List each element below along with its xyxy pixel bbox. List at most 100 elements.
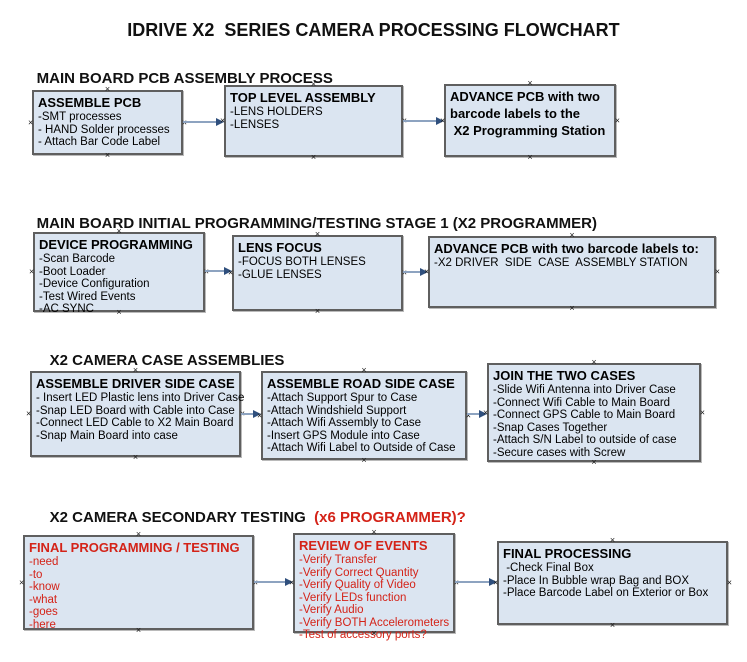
box-item: -Attach Wifi Assembly to Case — [267, 417, 422, 429]
box-title: FINAL PROCESSING — [503, 546, 632, 561]
flow-box-top-level-assembly[interactable]: TOP LEVEL ASSEMBLY -LENS HOLDERS-LENSES … — [220, 80, 407, 162]
connector-line — [241, 413, 253, 415]
connection-point-icon: × — [699, 407, 705, 417]
connection-point-icon: × — [26, 408, 32, 419]
flow-box-lens-focus[interactable]: LENS FOCUS -FOCUS BOTH LENSES-GLUE LENSE… — [228, 230, 407, 316]
flow-box-final-processing[interactable]: FINAL PROCESSING -Check Final Box-Place … — [493, 536, 732, 630]
box-item: -Place In Bubble wrap Bag and BOX — [503, 574, 690, 587]
box-items: -Verify Transfer-Verify Correct Quantity… — [299, 554, 453, 642]
flow-box-assemble-road-side-case[interactable]: ASSEMBLE ROAD SIDE CASE -Attach Support … — [257, 366, 471, 465]
box-item: -Connect LED Cable to X2 Main Board — [36, 417, 234, 429]
box-item: -Insert GPS Module into Case — [267, 429, 420, 442]
box-item: -Verify BOTH Accelerometers — [299, 616, 450, 629]
box-item: -LENS HOLDERS — [230, 106, 323, 118]
section-heading-1: MAIN BOARD PCB ASSEMBLY PROCESS — [20, 53, 333, 104]
flow-box-advance-pcb-driver-side[interactable]: ADVANCE PCB with two barcode labels to: … — [424, 231, 720, 313]
connection-point-icon: × — [310, 152, 317, 162]
arrowhead-icon — [489, 578, 497, 586]
box-title: DEVICE PROGRAMMING — [39, 237, 193, 252]
connector-arrow[interactable] — [455, 577, 497, 587]
connector-arrow[interactable] — [403, 267, 428, 277]
box-items: -need-to-know-what-goes-here — [29, 556, 252, 631]
heading-red-text: (x6 PROGRAMMER)? — [305, 509, 466, 526]
section-heading-4: X2 CAMERA SECONDARY TESTING (x6 PROGRAMM… — [33, 492, 466, 543]
box-items: -X2 DRIVER SIDE CASE ASSEMBLY STATION — [434, 257, 714, 270]
box-item: - HAND Solder processes — [38, 123, 170, 136]
box-item: -know — [29, 581, 60, 593]
box-item: -to — [29, 568, 43, 581]
heading-text: X2 CAMERA CASE ASSEMBLIES — [49, 352, 285, 369]
box-item: -Check Final Box — [503, 562, 594, 574]
box-title: ADVANCE PCB with two barcode labels to t… — [450, 89, 606, 138]
connector-arrow[interactable] — [205, 266, 232, 276]
connection-point-icon: × — [714, 266, 720, 277]
box-item: -GLUE LENSES — [238, 268, 322, 281]
box-item: -need — [29, 556, 59, 568]
box-item: -FOCUS BOTH LENSES — [238, 256, 366, 268]
arrowhead-icon — [420, 268, 428, 276]
box-item: -Attach S/N Label to outside of case — [493, 434, 677, 446]
box-item: -goes — [29, 606, 58, 618]
box-title: ASSEMBLE ROAD SIDE CASE — [267, 376, 455, 391]
box-title: ASSEMBLE DRIVER SIDE CASE — [36, 376, 235, 391]
connection-point-icon: × — [104, 150, 111, 160]
box-items: -Slide Wifi Antenna into Driver Case-Con… — [493, 384, 699, 459]
box-item: -Connect GPS Cable to Main Board — [493, 409, 676, 421]
box-item: -Verify Quality of Video — [299, 579, 416, 591]
connector-arrow[interactable] — [467, 409, 487, 419]
connection-point-icon: × — [609, 535, 616, 545]
box-items: -SMT processes- HAND Solder processes- A… — [38, 111, 181, 149]
box-item: -Snap Main Board into case — [36, 429, 178, 442]
connection-point-icon: × — [726, 577, 732, 588]
flow-box-final-programming-testing[interactable]: FINAL PROGRAMMING / TESTING -need-to-kno… — [19, 530, 258, 635]
connection-point-icon: × — [591, 457, 597, 467]
box-item: -Test Wired Events — [39, 290, 136, 303]
arrowhead-icon — [253, 410, 261, 418]
box-item: -Connect Wifi Cable to Main Board — [493, 396, 671, 409]
arrowhead-icon — [479, 410, 487, 418]
box-items: -Check Final Box-Place In Bubble wrap Ba… — [503, 562, 726, 600]
connection-point-icon: × — [29, 266, 35, 277]
connection-point-icon: × — [314, 306, 321, 316]
connector-arrow[interactable] — [241, 409, 261, 419]
box-title: ASSEMBLE PCB — [38, 95, 142, 110]
connection-point-icon: × — [609, 620, 616, 630]
arrowhead-icon — [224, 267, 232, 275]
box-item: -Verify Transfer — [299, 554, 377, 566]
flow-box-assemble-pcb[interactable]: ASSEMBLE PCB -SMT processes- HAND Solder… — [28, 85, 187, 160]
connection-point-icon: × — [19, 577, 25, 587]
flow-box-review-of-events[interactable]: REVIEW OF EVENTS -Verify Transfer-Verify… — [289, 528, 459, 642]
arrowhead-icon — [285, 578, 293, 586]
connection-point-icon: × — [361, 455, 367, 465]
connection-point-icon: × — [591, 357, 597, 367]
box-item: -Slide Wifi Antenna into Driver Case — [493, 384, 676, 396]
arrowhead-icon — [436, 117, 444, 125]
section-heading-2: MAIN BOARD INITIAL PROGRAMMING/TESTING S… — [20, 198, 597, 249]
box-item: -Verify Correct Quantity — [299, 566, 419, 579]
box-item: -Attach Support Spur to Case — [267, 392, 418, 404]
box-item: -LENSES — [230, 118, 280, 131]
flow-box-advance-pcb-programming-station[interactable]: ADVANCE PCB with two barcode labels to t… — [440, 79, 620, 162]
box-title: FINAL PROGRAMMING / TESTING — [29, 540, 240, 555]
connection-point-icon: × — [361, 365, 367, 375]
flow-box-assemble-driver-side-case[interactable]: ASSEMBLE DRIVER SIDE CASE - Insert LED P… — [26, 366, 245, 462]
box-item: -Snap Cases Together — [493, 421, 608, 434]
flow-box-join-the-two-cases[interactable]: JOIN THE TWO CASES -Slide Wifi Antenna i… — [483, 358, 705, 467]
box-item: -Test of accessory ports? — [299, 629, 427, 641]
box-title: JOIN THE TWO CASES — [493, 368, 636, 383]
connector-arrow[interactable] — [403, 116, 444, 126]
box-title: ADVANCE PCB with two barcode labels to: — [434, 241, 699, 256]
box-item: -SMT processes — [38, 111, 122, 123]
box-item: - Attach Bar Code Label — [38, 136, 161, 148]
heading-text: X2 CAMERA SECONDARY TESTING — [49, 509, 306, 526]
box-items: -FOCUS BOTH LENSES-GLUE LENSES — [238, 256, 401, 281]
connection-point-icon: × — [527, 78, 533, 88]
flow-box-device-programming[interactable]: DEVICE PROGRAMMING -Scan Barcode-Boot Lo… — [29, 227, 209, 317]
connector-arrow[interactable] — [254, 577, 293, 587]
page-title: IDRIVE X2 SERIES CAMERA PROCESSING FLOWC… — [127, 20, 620, 40]
connector-arrow[interactable] — [183, 117, 224, 127]
connection-point-icon: × — [569, 303, 575, 313]
connector-line — [403, 120, 436, 122]
box-item: -AC SYNC — [39, 303, 94, 315]
